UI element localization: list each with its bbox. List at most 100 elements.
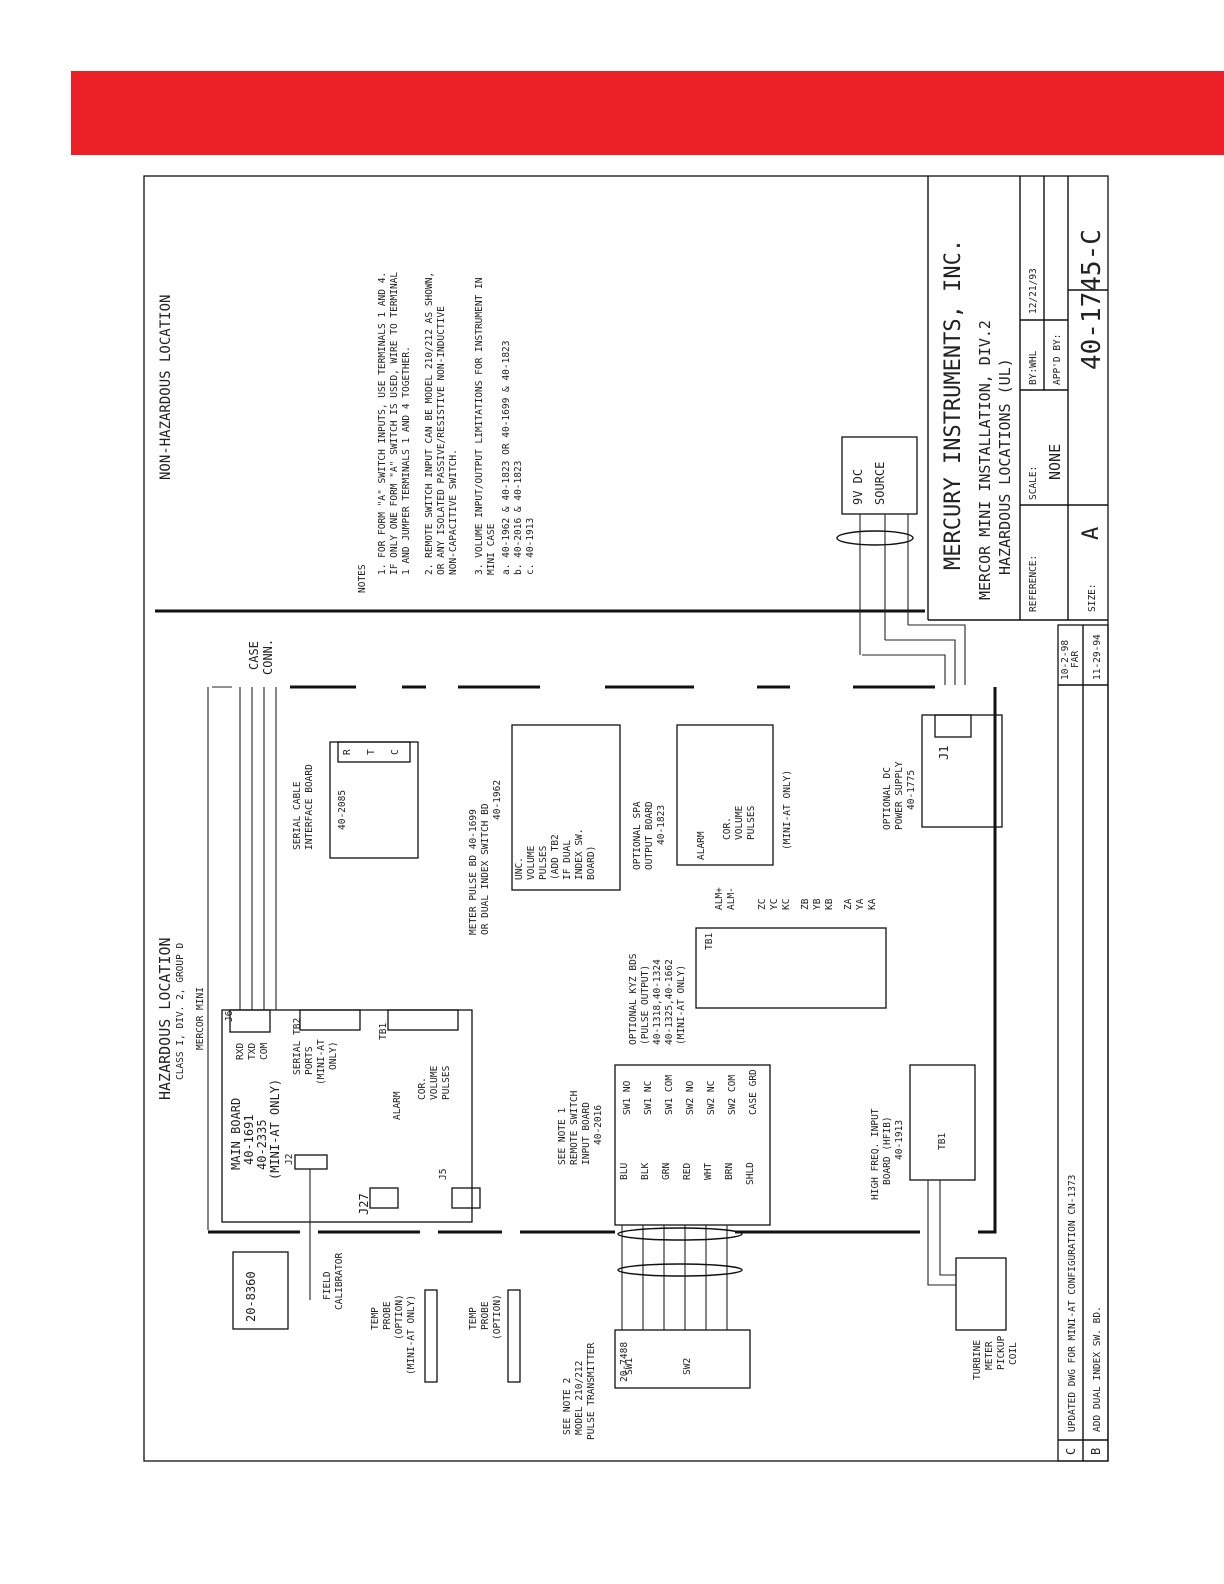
note-line: b. 40-2016 & 40-1823 [513, 461, 524, 575]
dc-source: 9V DC SOURCE [836, 436, 966, 685]
size-value: A [1079, 527, 1104, 540]
field-calibrator: 20-8360 FIELD CALIBRATOR [232, 1251, 345, 1330]
svg-text:(ADD TB2: (ADD TB2 [550, 834, 561, 880]
svg-text:ALM-: ALM- [726, 887, 737, 910]
svg-text:(MINI-AT ONLY): (MINI-AT ONLY) [782, 770, 793, 850]
svg-text:40-1962: 40-1962 [492, 780, 503, 820]
svg-text:BOARD (HFIB): BOARD (HFIB) [882, 1116, 893, 1185]
temp-probes: TEMP PROBE (OPTION) (MINI-AT ONLY) TEMP … [370, 1289, 521, 1383]
svg-text:40-1823: 40-1823 [656, 805, 667, 845]
note-line: IF ONLY ONE FORM "A" SWITCH IS USED, WIR… [389, 272, 400, 575]
note-line: 3. VOLUME INPUT/OUTPUT LIMITATIONS FOR I… [474, 277, 485, 575]
svg-text:40-2016: 40-2016 [593, 1105, 604, 1145]
svg-text:VOLUME: VOLUME [429, 1065, 440, 1100]
svg-text:YC: YC [769, 899, 780, 910]
svg-text:SEE NOTE 2: SEE NOTE 2 [562, 1378, 573, 1435]
rev-c-date: 10-2-98 [1060, 640, 1071, 680]
note-line: 1. FOR FORM "A" SWITCH INPUTS, USE TERMI… [377, 272, 388, 575]
svg-text:SW2 NO: SW2 NO [685, 1080, 696, 1115]
notes-block: NON-HAZARDOUS LOCATION NOTES 1. FOR FORM… [158, 272, 536, 593]
svg-text:SHLD: SHLD [745, 1162, 756, 1185]
svg-text:ALARM: ALARM [392, 1091, 403, 1120]
svg-text:KB: KB [824, 898, 835, 910]
svg-text:MODEL 210/212: MODEL 210/212 [574, 1361, 585, 1435]
svg-text:ALM+: ALM+ [714, 887, 725, 910]
svg-text:J2: J2 [284, 1154, 295, 1165]
svg-text:TB1: TB1 [378, 1023, 389, 1040]
conduit-runs [208, 687, 997, 1234]
svg-text:CONN.: CONN. [261, 639, 275, 675]
svg-text:RXD: RXD [235, 1043, 246, 1060]
svg-text:TEMP: TEMP [370, 1307, 381, 1330]
revision-block: C UPDATED DWG FOR MINI-AT CONFIGURATION … [1057, 624, 1109, 1462]
svg-text:20-7488: 20-7488 [619, 1342, 630, 1382]
svg-text:J27: J27 [357, 1193, 371, 1215]
svg-text:METER PULSE BD 40-1699: METER PULSE BD 40-1699 [468, 809, 479, 935]
svg-text:HIGH FREQ. INPUT: HIGH FREQ. INPUT [870, 1108, 881, 1200]
note-line: 2. REMOTE SWITCH INPUT CAN BE MODEL 210/… [424, 272, 435, 575]
svg-text:PULSE TRANSMITTER: PULSE TRANSMITTER [586, 1342, 597, 1440]
by-label: BY:WHL [1028, 350, 1039, 385]
svg-text:PULSES: PULSES [441, 1065, 452, 1100]
meter-pulse-board: METER PULSE BD 40-1699 OR DUAL INDEX SWI… [468, 724, 621, 935]
svg-text:PROBE: PROBE [382, 1301, 393, 1330]
svg-text:PULSES: PULSES [538, 845, 549, 880]
rev-c-by: FAR [1070, 651, 1081, 668]
header-banner [71, 71, 1224, 155]
rev-c-description: UPDATED DWG FOR MINI-AT CONFIGURATION CN… [1067, 1175, 1078, 1432]
svg-text:TB1: TB1 [937, 1133, 948, 1150]
rev-b-date: 11-29-94 [1092, 634, 1103, 680]
svg-text:TXD: TXD [247, 1043, 258, 1060]
svg-text:OR DUAL INDEX SWITCH BD: OR DUAL INDEX SWITCH BD [480, 803, 491, 935]
svg-text:SW1 NO: SW1 NO [622, 1080, 633, 1115]
svg-text:40-1318,40-1324: 40-1318,40-1324 [652, 959, 663, 1045]
svg-text:PORTS: PORTS [304, 1046, 315, 1075]
svg-text:ZB: ZB [800, 898, 811, 910]
svg-text:SW1 NC: SW1 NC [643, 1081, 654, 1115]
svg-text:KA: KA [867, 898, 878, 910]
svg-text:J1: J1 [937, 746, 951, 760]
svg-text:T: T [366, 749, 377, 755]
svg-text:POWER SUPPLY: POWER SUPPLY [894, 761, 905, 830]
svg-text:SW2: SW2 [682, 1358, 693, 1375]
svg-text:40-2335: 40-2335 [255, 1119, 269, 1170]
svg-text:IF DUAL: IF DUAL [562, 840, 573, 880]
svg-text:40-1775: 40-1775 [906, 770, 917, 810]
pulse-transmitter: 20-7488 SEE NOTE 2 MODEL 210/212 PULSE T… [562, 1329, 751, 1440]
svg-text:TB1: TB1 [704, 933, 715, 950]
svg-text:(MINI-AT ONLY): (MINI-AT ONLY) [406, 1295, 417, 1375]
svg-text:RED: RED [682, 1163, 693, 1180]
hfib-board: HIGH FREQ. INPUT BOARD (HFIB) 40-1913 TB… [870, 1064, 976, 1286]
svg-text:PICKUP: PICKUP [996, 1335, 1007, 1370]
svg-text:C: C [390, 749, 401, 755]
svg-text:VOLUME: VOLUME [734, 805, 745, 840]
svg-text:BRN: BRN [724, 1163, 735, 1180]
hazardous-zone: HAZARDOUS LOCATION CLASS I, DIV. 2, GROU… [156, 937, 206, 1100]
svg-text:SW2 NC: SW2 NC [706, 1081, 717, 1115]
svg-text:ZA: ZA [843, 898, 854, 910]
svg-text:COM: COM [259, 1043, 270, 1060]
svg-text:40-1691: 40-1691 [242, 1114, 256, 1165]
svg-text:(MINI-AT ONLY): (MINI-AT ONLY) [268, 1079, 282, 1180]
note-line: NON-CAPACITIVE SWITCH. [448, 449, 459, 575]
svg-text:BOARD): BOARD) [586, 846, 597, 880]
reference-label: REFERENCE: [1028, 555, 1039, 612]
svg-text:20-8360: 20-8360 [244, 1271, 258, 1322]
rev-b-letter: B [1089, 1448, 1103, 1455]
svg-text:40-1325,40-1662: 40-1325,40-1662 [664, 959, 675, 1045]
note-line: MINI CASE [486, 523, 497, 575]
note-line: a. 40-1962 & 40-1823 OR 40-1699 & 40-182… [501, 341, 512, 576]
svg-text:40-2085: 40-2085 [337, 790, 348, 830]
svg-text:SERIAL TB2: SERIAL TB2 [292, 1018, 303, 1075]
svg-text:J6: J6 [224, 1010, 235, 1022]
svg-text:PULSES: PULSES [746, 805, 757, 840]
svg-text:OUTPUT BOARD: OUTPUT BOARD [644, 801, 655, 870]
hazardous-class: CLASS I, DIV. 2, GROUP D [175, 942, 186, 1080]
svg-text:TEMP: TEMP [468, 1307, 479, 1330]
scale-label: SCALE: [1028, 466, 1039, 500]
svg-text:VOLUME: VOLUME [526, 845, 537, 880]
case-connection: CASE CONN. [207, 639, 935, 1230]
svg-text:INPUT BOARD: INPUT BOARD [581, 1102, 592, 1165]
rev-c-letter: C [1064, 1448, 1078, 1455]
remote-switch-board: SEE NOTE 1 REMOTE SWITCH INPUT BOARD 40-… [557, 1064, 771, 1330]
